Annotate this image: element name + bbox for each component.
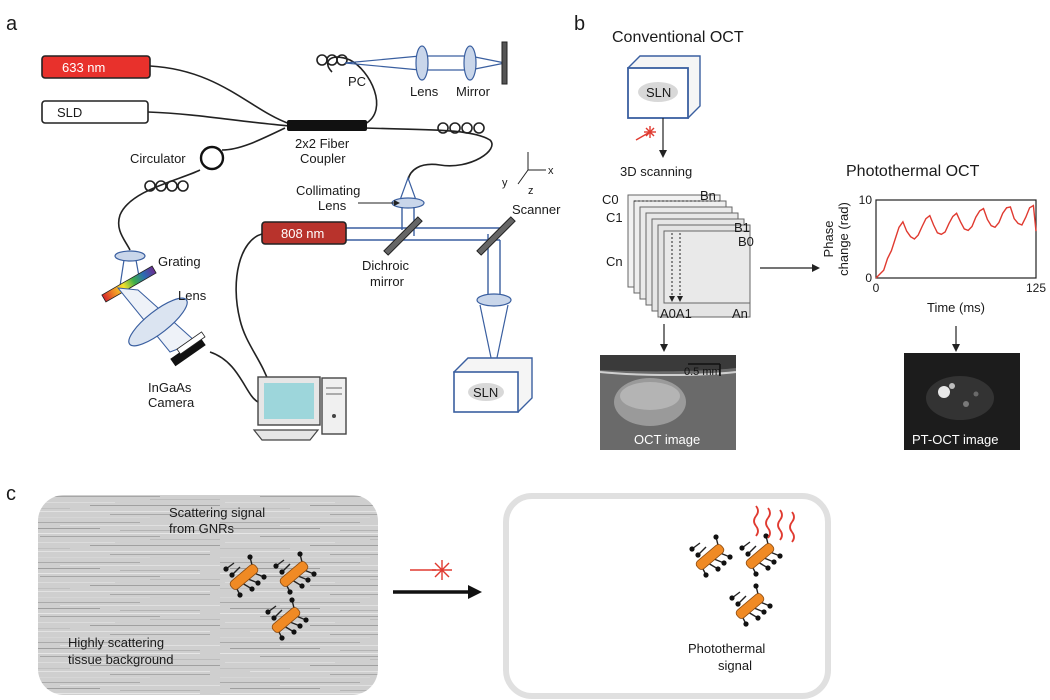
phase-series-line <box>875 204 1037 279</box>
laser-633-label: 633 nm <box>62 60 105 75</box>
lens-bottom-label: Lens <box>178 288 207 303</box>
laser-808-label: 808 nm <box>281 226 324 241</box>
tissue-background <box>38 495 378 695</box>
laser-808-box <box>261 221 347 245</box>
camera-cable <box>209 351 259 403</box>
reference-mirror <box>501 41 508 85</box>
x-axis-title: Time (ms) <box>927 300 985 315</box>
polarization-controller-sample <box>437 122 485 134</box>
scanner-mirror <box>476 216 516 256</box>
spectrometer-collimator <box>114 250 146 262</box>
stack-label-bn: Bn <box>700 188 716 203</box>
photothermal-label-1: Photothermal <box>688 641 765 656</box>
scale-bar-label: 0.5 mm <box>684 366 721 378</box>
camera-label-2: Camera <box>148 395 195 410</box>
stack-label-b0: B0 <box>738 234 754 249</box>
stack-label-b1: B1 <box>734 220 750 235</box>
dichroic-label-1: Dichroic <box>362 258 409 273</box>
stack-label-c0: C0 <box>602 192 619 207</box>
sld-label: SLD <box>57 105 82 120</box>
spectrometer-lens <box>128 297 188 347</box>
ptoct-image-label: PT-OCT image <box>912 432 998 447</box>
reference-lens-1 <box>415 45 429 81</box>
mirror-label: Mirror <box>456 84 491 99</box>
oct-image <box>599 355 737 450</box>
photothermal-panel <box>503 493 831 699</box>
photothermal-label-2: signal <box>718 658 752 673</box>
scatter-label-2: from GNRs <box>169 521 235 536</box>
panel-label-c: c <box>6 483 16 505</box>
axis-y-label: y <box>502 177 508 189</box>
sample-box-b <box>626 55 701 119</box>
heat-wave-icon <box>753 505 795 543</box>
panel-a: 633 nm SLD PC Lens Mirror 2x2 Fiber Coup… <box>41 41 561 441</box>
tissue-label-1: Highly scattering <box>68 635 164 650</box>
ptoct-image <box>904 353 1020 450</box>
collimating-label-1: Collimating <box>296 183 360 198</box>
circulator <box>199 145 225 171</box>
axis-triad <box>517 152 546 185</box>
laser-808-cable <box>235 233 271 387</box>
oct-image-label: OCT image <box>634 432 700 447</box>
xtick-label: 0 <box>873 281 880 295</box>
ytick-label: 10 <box>859 193 873 207</box>
polarization-controller-detection <box>144 180 189 192</box>
dichroic-label-2: mirror <box>370 274 405 289</box>
polarization-controller-reference <box>316 54 348 66</box>
laser-icon-b <box>635 126 656 141</box>
panel-c: Scattering signal from GNRs Highly scatt… <box>38 493 831 699</box>
sample-label-b: SLN <box>646 85 671 100</box>
axis-x-label: x <box>548 165 554 177</box>
sample-label-a: SLN <box>473 385 498 400</box>
panel-label-a: a <box>6 13 18 35</box>
reference-lens-2 <box>463 45 477 81</box>
sample-box-a <box>452 357 533 413</box>
grating <box>101 265 157 303</box>
lens-top-label: Lens <box>410 84 439 99</box>
fiber-sample <box>364 127 493 181</box>
fiber-reference <box>326 56 378 125</box>
y-axis-title: Phasechange (rad) <box>821 202 851 276</box>
title-conventional-oct: Conventional OCT <box>612 29 744 46</box>
laser-633-box <box>41 55 151 79</box>
panel-b: Conventional OCT SLN 3D scanning <box>599 29 1046 450</box>
panel-label-b: b <box>574 13 585 35</box>
circulator-label: Circulator <box>130 151 186 166</box>
tissue-label-2: tissue background <box>68 652 174 667</box>
fiber-coupler <box>287 120 367 131</box>
sld-box <box>41 100 149 124</box>
title-photothermal-oct: Photothermal OCT <box>846 163 980 180</box>
collimating-label-2: Lens <box>318 198 347 213</box>
collimator-cone <box>399 176 417 201</box>
xtick-label: 125 <box>1026 281 1046 295</box>
computer <box>252 376 347 441</box>
pc-label: PC <box>348 74 366 89</box>
stack-label-cn: Cn <box>606 254 623 269</box>
fiber-to-circulator <box>221 127 286 151</box>
camera-label-1: InGaAs <box>148 380 192 395</box>
fiber-sld <box>147 111 291 127</box>
grating-label: Grating <box>158 254 201 269</box>
objective-lens <box>476 293 512 307</box>
scanning-label: 3D scanning <box>620 164 692 179</box>
coupler-label-1: 2x2 Fiber <box>295 136 350 151</box>
bscan-stack <box>627 194 751 318</box>
laser-icon-c <box>410 560 452 580</box>
fiber-to-spectrometer <box>117 169 201 251</box>
axis-z-label: z <box>528 185 534 197</box>
fiber-633 <box>149 65 291 125</box>
scatter-label-1: Scattering signal <box>169 505 265 520</box>
stack-label-c1: C1 <box>606 210 623 225</box>
ytick-label: 0 <box>865 271 872 285</box>
stack-label-an: An <box>732 306 748 321</box>
stack-label-a0a1: A0A1 <box>660 306 692 321</box>
scanner-label: Scanner <box>512 202 561 217</box>
dichroic-mirror <box>383 216 423 256</box>
coupler-label-2: Coupler <box>300 151 346 166</box>
